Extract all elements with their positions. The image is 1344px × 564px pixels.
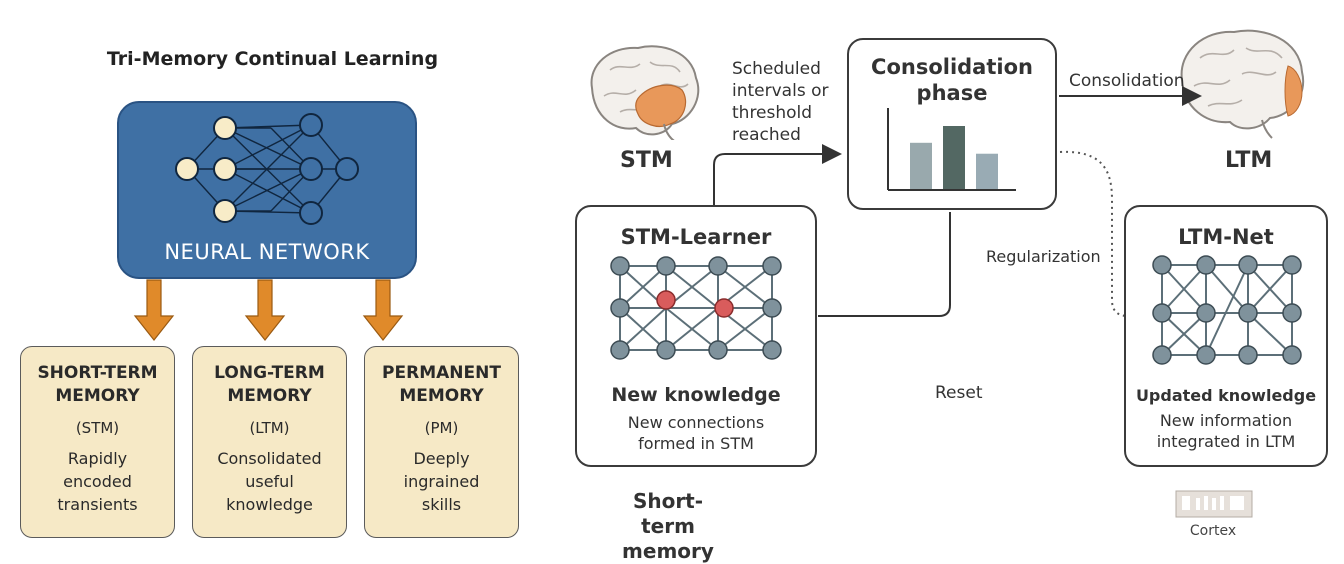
cortex-label: Cortex [1189,523,1237,539]
consolidation-arrow-label: Consolidation [1069,71,1185,91]
memory-name: SHORT-TERM [37,363,158,383]
short-term-memory-footer: Short-term memory [608,489,728,564]
memory-desc: skills [421,495,462,514]
stm-brain-icon [590,45,700,140]
chart-bar [976,153,998,189]
ltm-net-box: LTM-Net Updated knowledge New informatio… [1124,205,1328,467]
memory-desc: transients [57,495,138,514]
memory-name: MEMORY [399,386,484,406]
ltm-brain-icon [1180,29,1305,139]
short-term-memory-box: SHORT-TERM MEMORY (STM) Rapidly encoded tra… [20,346,175,538]
ltm-net-subtitle: Updated knowledge [1135,386,1317,405]
footer-line: Short-term [632,489,704,538]
consolidation-title: phase [916,81,988,105]
memory-name: MEMORY [227,386,312,406]
arrow-to-ltm [244,279,286,341]
stm-learner-subtitle: New knowledge [611,384,781,406]
ltm-label: LTM [1225,148,1273,173]
memory-desc: Rapidly [67,449,128,468]
neural-network-label: NEURAL NETWORK [164,240,370,264]
memory-name: MEMORY [55,386,140,406]
arrow-to-stm [133,279,175,341]
consolidation-bar-chart [887,108,1016,191]
stm-learner-desc: formed in STM [638,434,754,453]
stm-label: STM [620,148,673,173]
regularization-label: Regularization [986,247,1101,266]
memory-desc: knowledge [226,495,313,514]
trigger-line: reached [732,125,801,145]
ltm-net-desc: integrated in LTM [1156,432,1296,451]
consolidation-title: Consolidation [871,55,1033,79]
neural-network-graph-icon [175,113,359,225]
trigger-line: intervals or [732,81,829,101]
memory-desc: encoded [63,472,132,491]
consolidation-phase-box: Consolidation phase [847,38,1057,210]
stm-to-consolidation-arrow [713,144,842,205]
memory-name: PERMANENT [382,363,501,383]
stm-network-icon [610,256,782,360]
orange-arrows [133,279,404,341]
reset-label: Reset [935,383,983,403]
diagram-title: Tri-Memory Continual Learning [106,48,439,70]
arrow-to-pm [362,279,404,341]
ltm-net-title: LTM-Net [1178,225,1274,249]
chart-bar [910,142,932,189]
ltm-net-desc: New information [1159,411,1293,430]
cortex-icon [1175,490,1253,518]
trigger-label: Scheduled intervals or threshold reached [732,58,828,146]
footer-line: memory [622,539,714,563]
stm-learner-desc: New connections [627,413,765,432]
stm-learner-box: STM-Learner New knowledge New connection… [575,205,817,467]
long-term-memory-box: LONG-TERM MEMORY (LTM) Consolidated useful… [192,346,347,538]
memory-abbr: (STM) [75,419,120,437]
reset-connector [818,212,951,317]
memory-desc: Deeply [413,449,470,468]
memory-abbr: (PM) [424,419,459,437]
stm-learner-title: STM-Learner [620,225,772,249]
ltm-network-icon [1152,255,1302,365]
memory-name: LONG-TERM [214,363,325,383]
permanent-memory-box: PERMANENT MEMORY (PM) Deeply ingrained skil… [364,346,519,538]
memory-desc: Consolidated [217,449,322,468]
chart-bar [943,126,965,189]
memory-abbr: (LTM) [249,419,290,437]
memory-desc: useful [245,472,294,491]
trigger-line: threshold [732,103,813,123]
trigger-line: Scheduled [732,59,821,79]
memory-desc: ingrained [403,472,480,491]
